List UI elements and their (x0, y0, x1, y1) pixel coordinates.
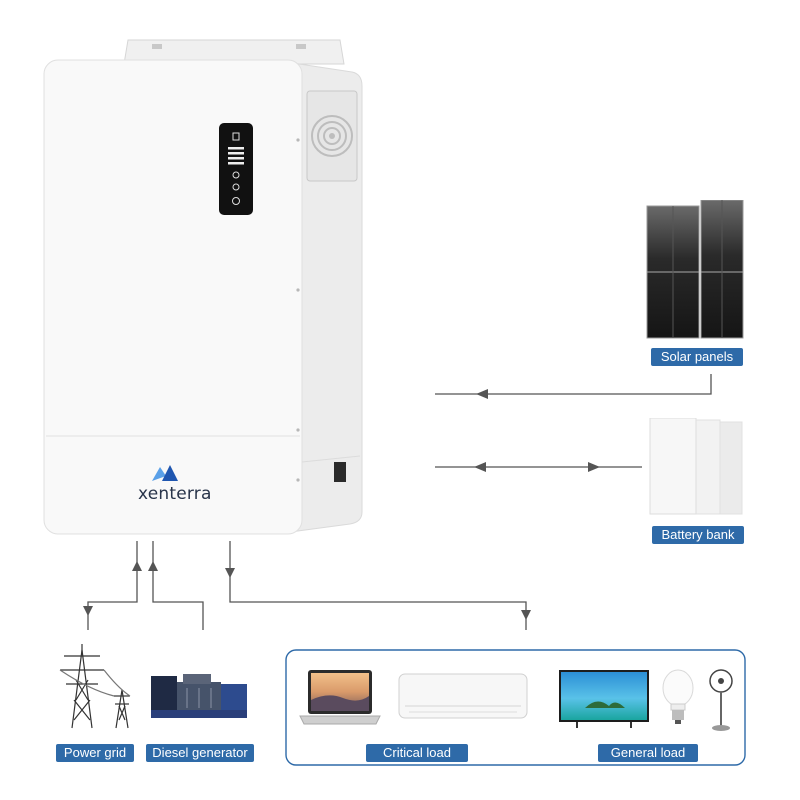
battery-bank-label: Battery bank (652, 526, 744, 544)
laptop-icon (299, 670, 381, 725)
light-bulb-icon (662, 669, 694, 724)
tv-icon (559, 670, 649, 728)
standing-fan-icon (709, 669, 733, 731)
battery-bank-icon (649, 418, 743, 515)
solar-panels-label: Solar panels (651, 348, 743, 366)
critical-load-label: Critical load (366, 744, 468, 762)
diesel-generator-label: Diesel generator (146, 744, 254, 762)
brand-logo-icon (152, 465, 178, 481)
diesel-generator-icon (151, 674, 247, 718)
solar-panel-icon (646, 200, 744, 339)
power-grid-icon (59, 644, 131, 729)
indicator-panel (219, 123, 253, 215)
air-conditioner-icon (398, 673, 528, 719)
fan-grille-icon (306, 90, 358, 182)
power-grid-label: Power grid (56, 744, 134, 762)
general-load-label: General load (598, 744, 698, 762)
brand-name: xenterra (138, 484, 212, 504)
